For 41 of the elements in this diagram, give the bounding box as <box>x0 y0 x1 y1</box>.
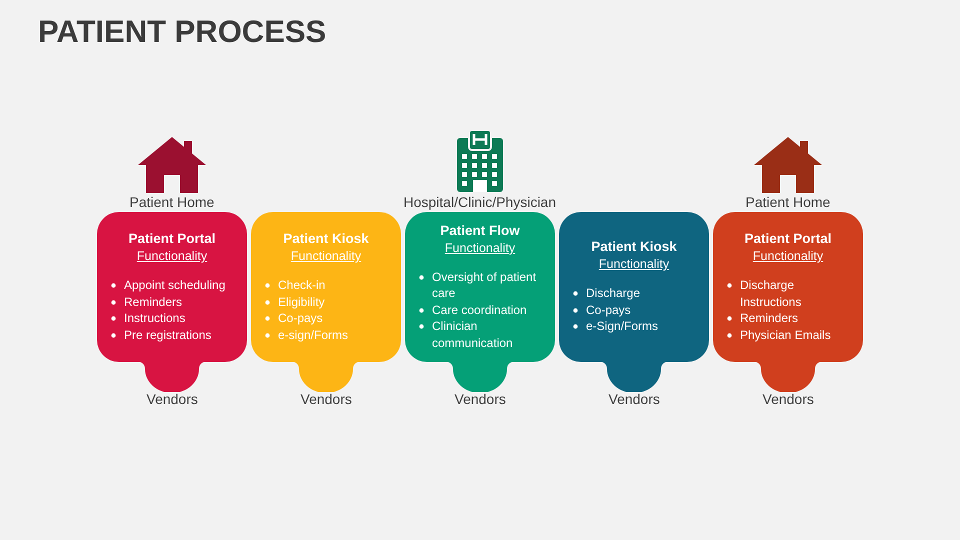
card-heading: Patient Portal <box>128 231 216 246</box>
bullet-text: Discharge Instructions <box>740 278 802 308</box>
card-subheading: Functionality <box>752 249 824 263</box>
bottom-label: Vendors <box>300 391 352 407</box>
bullet-text: e-Sign/Forms <box>586 319 658 334</box>
card-heading: Patient Kiosk <box>591 239 677 254</box>
bullet-text: Physician Emails <box>740 328 831 342</box>
bullet-text: Check-in <box>278 278 326 292</box>
bullet-text: Reminders <box>740 311 798 325</box>
bullet-text: Instructions <box>124 311 186 325</box>
card-heading: Patient Kiosk <box>283 231 369 246</box>
bottom-label: Vendors <box>454 391 506 407</box>
bullet-text: Co-pays <box>278 311 323 325</box>
card-subheading: Functionality <box>136 249 208 263</box>
bullet-text: Appoint scheduling <box>124 278 226 292</box>
bullet-text: e-sign/Forms <box>278 328 348 342</box>
bullet-text: Reminders <box>124 294 182 308</box>
process-card <box>251 212 401 392</box>
bottom-label: Vendors <box>762 391 814 407</box>
bullet-text: Co-pays <box>586 302 631 317</box>
bullet-text: Eligibility <box>278 294 325 308</box>
location-label: Hospital/Clinic/Physician <box>404 194 556 210</box>
bottom-label: Vendors <box>146 391 198 407</box>
card-heading: Patient Flow <box>440 222 520 238</box>
process-card <box>559 212 709 392</box>
card-subheading: Functionality <box>444 240 516 255</box>
location-label: Patient Home <box>746 194 830 210</box>
bullet-text: Pre registrations <box>124 328 212 342</box>
process-card <box>713 212 863 392</box>
bullet-text: Discharge <box>586 286 640 300</box>
location-label: Patient Home <box>130 194 214 210</box>
process-card <box>97 212 247 392</box>
card-subheading: Functionality <box>598 257 670 272</box>
bullet-text: Clinician communication <box>432 319 513 350</box>
card-heading: Patient Portal <box>744 231 832 246</box>
bullet-text: Care coordination <box>432 302 527 317</box>
bottom-label: Vendors <box>608 391 660 407</box>
process-card <box>405 212 555 392</box>
card-subheading: Functionality <box>290 249 362 263</box>
page-title: PATIENT PROCESS <box>38 14 326 50</box>
bullet-text: Oversight of patient care <box>432 270 536 300</box>
